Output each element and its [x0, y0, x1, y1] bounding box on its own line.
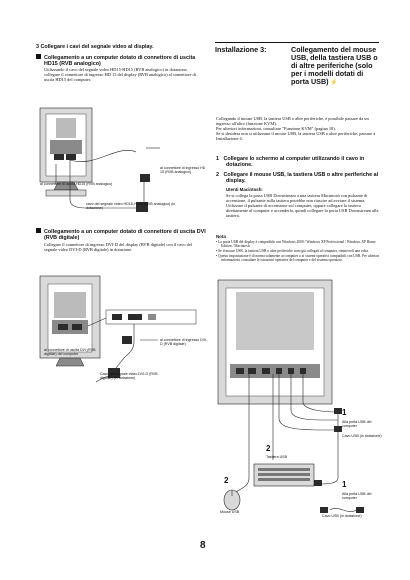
fig-b-cable-label: Cavo del segnale video DVI-D (RVB digita… — [100, 372, 158, 381]
header-rule — [215, 42, 379, 43]
fig-c-up-label-1: Alla porta USB del computer — [342, 420, 372, 429]
section-b-title: Collegamento a un computer dotato di con… — [36, 228, 206, 242]
section-a-body: Utilizzando il cavo del segnale video HD… — [44, 67, 196, 82]
mac-body: Se si collega la porta USB Downstream a … — [226, 193, 379, 218]
figure-usb-connection — [217, 279, 364, 513]
section-b-body: Collegare il connettore di ingresso DVI-… — [44, 242, 193, 252]
fig-c-usb-cable-2: Cavo USB (in dotazione) — [322, 514, 362, 518]
fig-a-in-label: al connettore di ingresso HD 15 (RVB ana… — [160, 166, 206, 175]
notes-list: • La porta USB del display è compatibile… — [216, 240, 382, 262]
fig-c-marker-2: 2 — [266, 444, 271, 453]
note-item: • La porta USB del display è compatibile… — [216, 240, 376, 249]
figure-hd15-connection — [39, 107, 160, 212]
fig-c-usb-cable-1: Cavo USB (in dotazione) — [342, 434, 382, 438]
figure-dvi-connection — [39, 275, 197, 383]
install-label: Installazione 3: — [215, 45, 267, 54]
page-number: 8 — [200, 540, 206, 551]
note-item: • Questo impostazione è di norma solamen… — [216, 254, 380, 263]
note-title: Nota — [216, 234, 226, 239]
install-title: Collegamento del mouse USB, della tastie… — [291, 45, 378, 87]
fig-c-marker-1b: 1 — [342, 480, 347, 489]
fig-c-keyboard-label: Tastiera USB — [266, 455, 287, 459]
step3-heading: 3 Collegare i cavi del segnale video al … — [36, 44, 154, 50]
note-item: • Se il mouse USB, la tastiera USB o alt… — [216, 249, 369, 254]
bullet-square-icon — [36, 54, 41, 59]
fig-c-marker-2b: 2 — [224, 476, 229, 485]
step-2: 2 Collegare il mouse USB, la tastiera US… — [216, 172, 379, 185]
section-a-title: Collegamento a un computer dotato di con… — [36, 54, 206, 68]
intro-paragraph: Collegando il mouse USB, la tastiera USB… — [216, 116, 376, 141]
mac-title: Utenti Macintosh: — [226, 187, 263, 192]
fig-a-out-label: al connettore di uscita HD15 (RVB analog… — [40, 182, 113, 186]
fig-c-up-label-2: Alla porta USB del computer — [342, 492, 372, 501]
step-1: 1 Collegare lo schermo al computer utili… — [216, 156, 365, 169]
bullet-square-icon — [36, 228, 41, 233]
usb-symbol-icon: ⚡ — [328, 80, 338, 86]
fig-c-marker-1a: 1 — [342, 408, 347, 417]
fig-b-out-label: al connettore di uscita DVI (RVB digital… — [44, 348, 96, 357]
fig-c-mouse-label: Mouse USB — [220, 510, 240, 514]
fig-b-in-label: al connettore di ingresso DVI-D (RVB dig… — [160, 338, 208, 347]
fig-a-cable-label: cavo del segnale video HD15-HD15 (RVB an… — [86, 202, 176, 211]
